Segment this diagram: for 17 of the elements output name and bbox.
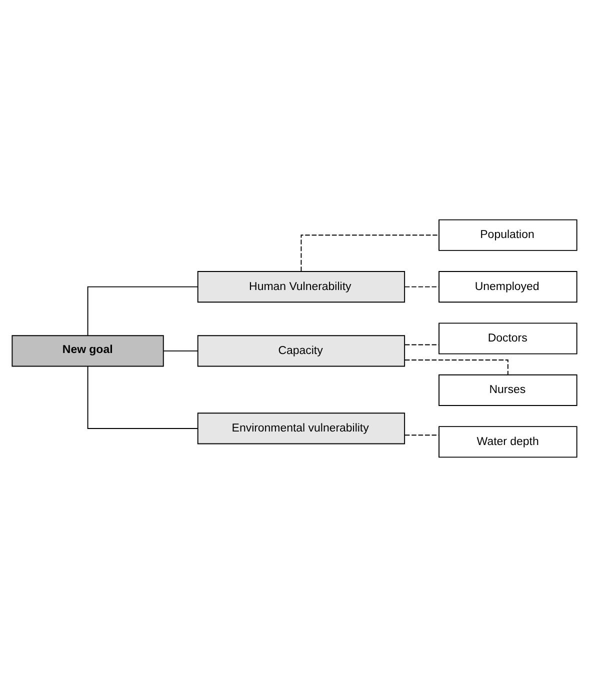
connector (300, 234, 440, 272)
connector (404, 344, 440, 346)
connector (404, 434, 440, 436)
connector (404, 360, 508, 376)
node-box: Unemployed (438, 271, 578, 303)
node-box: Capacity (197, 335, 406, 367)
node-box: Nurses (438, 374, 578, 406)
node-box: Environmental vulnerability (197, 412, 406, 444)
connector (87, 286, 198, 336)
node-box: Doctors (438, 322, 578, 354)
connector (163, 350, 198, 352)
node-box: New goal (12, 335, 164, 367)
connector (404, 286, 440, 288)
node-box: Population (438, 219, 578, 251)
node-box: Human Vulnerability (197, 271, 406, 303)
connector (87, 366, 198, 429)
node-box: Water depth (438, 426, 578, 458)
